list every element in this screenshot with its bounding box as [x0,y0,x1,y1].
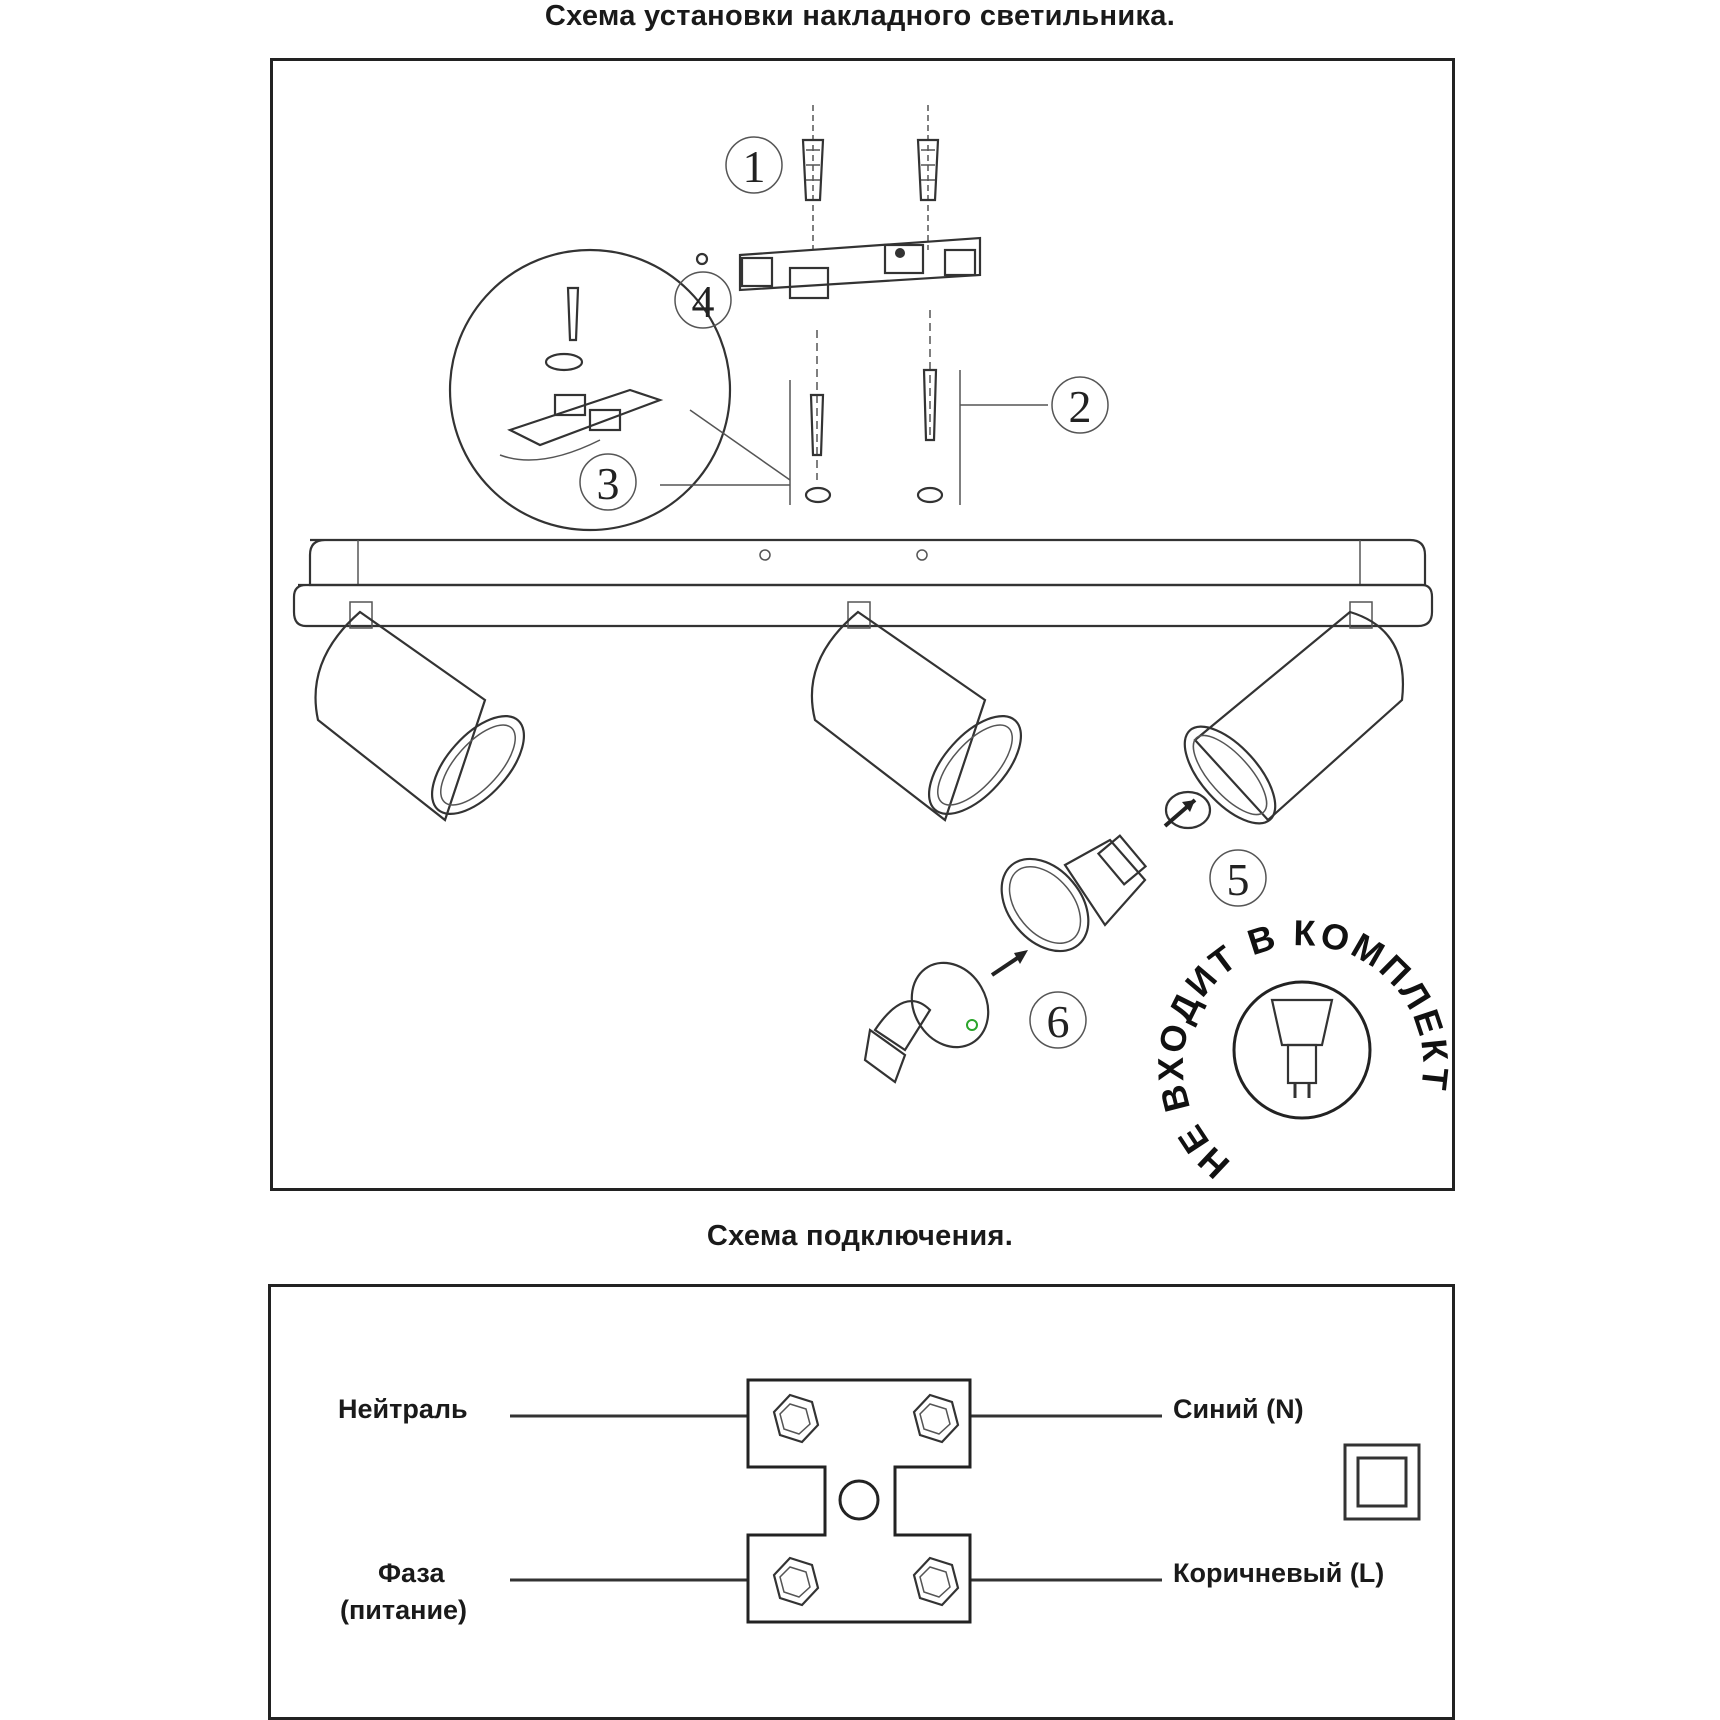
mounting-plate-icon [695,236,982,300]
detail-magnifier-icon [448,248,791,532]
callout-5: 5 [1209,849,1267,907]
installation-title: Схема установки накладного светильника. [544,0,1176,32]
callout-3: 3 [579,453,637,511]
gu10-bulb-icon [1000,834,1148,953]
installation-frame [270,58,1455,1191]
lamp-socket-icon [863,950,1028,1084]
spotlight-icon [314,601,526,822]
label-phase: Фаза [378,1558,445,1588]
label-blue-n: Синий (N) [1173,1394,1304,1424]
label-neutral: Нейтраль [338,1394,468,1424]
svg-text:3: 3 [597,458,620,509]
label-brown-l: Коричневый (L) [1173,1558,1385,1588]
svg-text:4: 4 [692,276,715,327]
terminal-block-icon [746,1378,972,1624]
callout-6: 6 [1029,991,1087,1049]
svg-text:1: 1 [743,141,766,192]
svg-text:6: 6 [1047,996,1070,1047]
spotlight-icon [1183,601,1404,825]
wall-plug-icon [801,105,940,250]
fixture-bar [292,538,1434,628]
callout-1: 1 [725,136,783,194]
callout-4: 4 [674,271,732,329]
wiring-frame [268,1284,1455,1720]
screw-icon [789,310,1048,505]
rotate-arrow-icon [1163,790,1212,830]
svg-text:5: 5 [1227,854,1250,905]
svg-text:2: 2 [1069,381,1092,432]
callout-2: 2 [1051,376,1109,434]
double-insulation-icon [1343,1443,1421,1521]
wiring-title: Схема подключения. [706,1220,1014,1252]
bulb-not-included-icon [1270,998,1334,1098]
label-phase-power: (питание) [340,1595,468,1625]
spotlight-icon [810,601,1023,822]
